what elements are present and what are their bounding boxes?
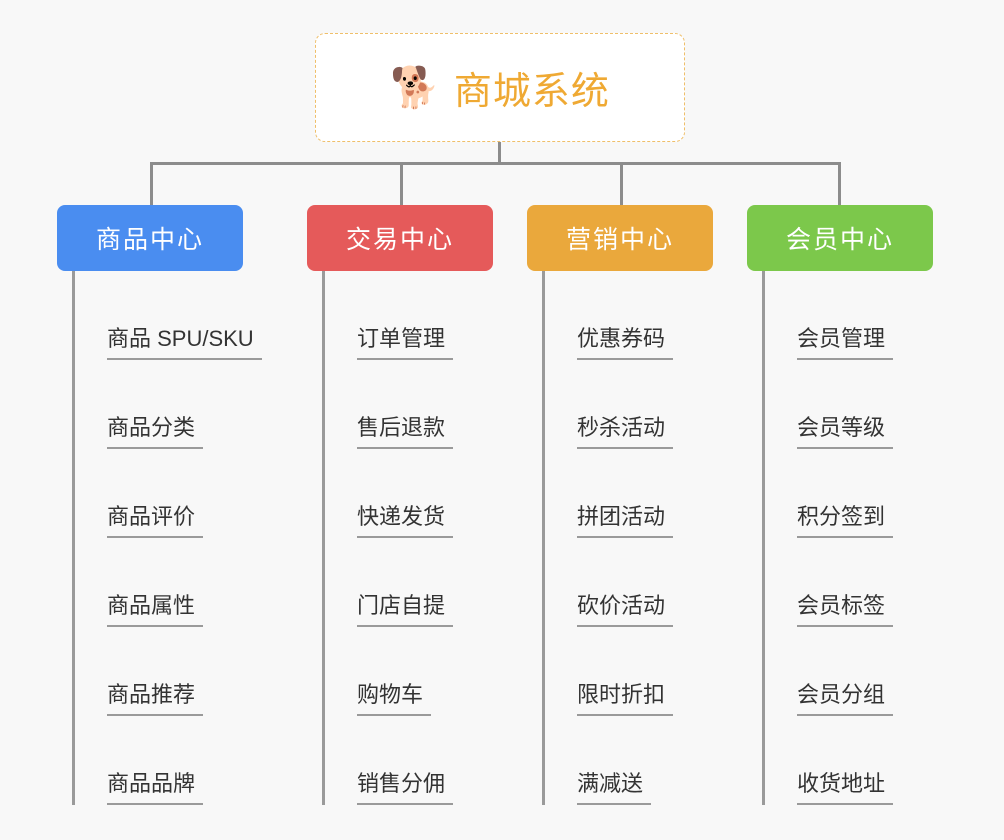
branch-column-2: 交易中心 订单管理 售后退款 快递发货 门店自提 购物车 销售分佣 [307,205,497,805]
leaf-label: 会员分组 [797,682,894,716]
connector-horizontal-bus [150,162,841,165]
leaf-label: 限时折扣 [577,682,674,716]
list-item[interactable]: 拼团活动 [545,449,717,538]
branch-items-1: 商品 SPU/SKU 商品分类 商品评价 商品属性 商品推荐 商品品牌 [72,271,262,805]
shiba-dog-face-icon: 🐕 [390,65,440,110]
list-item[interactable]: 商品 SPU/SKU [75,271,262,360]
leaf-label: 订单管理 [357,326,454,360]
leaf-label: 门店自提 [357,593,454,627]
leaf-label: 商品品牌 [107,771,204,805]
branch-items-4: 会员管理 会员等级 积分签到 会员标签 会员分组 收货地址 [762,271,937,805]
list-item[interactable]: 会员等级 [765,360,937,449]
connector-root-stem [498,142,501,164]
list-item[interactable]: 会员管理 [765,271,937,360]
list-item[interactable]: 销售分佣 [325,716,497,805]
leaf-label: 售后退款 [357,415,454,449]
list-item[interactable]: 会员分组 [765,627,937,716]
leaf-label: 商品推荐 [107,682,204,716]
branch-column-4: 会员中心 会员管理 会员等级 积分签到 会员标签 会员分组 收货地址 [747,205,937,805]
leaf-label: 积分签到 [797,504,894,538]
leaf-label: 会员管理 [797,326,894,360]
category-title-2: 交易中心 [345,226,454,254]
list-item[interactable]: 订单管理 [325,271,497,360]
leaf-label: 商品 SPU/SKU [107,326,262,360]
list-item[interactable]: 会员标签 [765,538,937,627]
leaf-label: 收货地址 [797,771,894,805]
leaf-label: 会员标签 [797,593,894,627]
branch-column-1: 商品中心 商品 SPU/SKU 商品分类 商品评价 商品属性 商品推荐 商品品牌 [57,205,262,805]
leaf-label: 砍价活动 [577,593,674,627]
leaf-label: 优惠券码 [577,326,674,360]
category-title-1: 商品中心 [95,226,204,254]
category-title-4: 会员中心 [785,226,894,254]
list-item[interactable]: 满减送 [545,716,717,805]
connector-drop-2 [400,162,403,206]
list-item[interactable]: 商品推荐 [75,627,247,716]
connector-drop-4 [838,162,841,206]
list-item[interactable]: 秒杀活动 [545,360,717,449]
category-title-3: 营销中心 [565,226,674,254]
category-header-4[interactable]: 会员中心 [747,205,933,271]
connector-drop-3 [620,162,623,206]
root-title: 商城系统 [453,71,610,113]
branch-items-3: 优惠券码 秒杀活动 拼团活动 砍价活动 限时折扣 满减送 [542,271,717,805]
list-item[interactable]: 砍价活动 [545,538,717,627]
leaf-label: 秒杀活动 [577,415,674,449]
list-item[interactable]: 优惠券码 [545,271,717,360]
leaf-label: 商品分类 [107,415,204,449]
list-item[interactable]: 购物车 [325,627,497,716]
root-node[interactable]: 🐕 商城系统 [315,33,685,142]
list-item[interactable]: 商品品牌 [75,716,247,805]
list-item[interactable]: 售后退款 [325,360,497,449]
list-item[interactable]: 收货地址 [765,716,937,805]
list-item[interactable]: 商品评价 [75,449,247,538]
list-item[interactable]: 门店自提 [325,538,497,627]
list-item[interactable]: 快递发货 [325,449,497,538]
category-header-3[interactable]: 营销中心 [527,205,713,271]
leaf-label: 快递发货 [357,504,454,538]
branch-items-2: 订单管理 售后退款 快递发货 门店自提 购物车 销售分佣 [322,271,497,805]
leaf-label: 销售分佣 [357,771,454,805]
connector-drop-1 [150,162,153,206]
category-header-2[interactable]: 交易中心 [307,205,493,271]
leaf-label: 商品评价 [107,504,204,538]
list-item[interactable]: 限时折扣 [545,627,717,716]
list-item[interactable]: 商品属性 [75,538,247,627]
leaf-label: 购物车 [357,682,432,716]
list-item[interactable]: 积分签到 [765,449,937,538]
category-header-1[interactable]: 商品中心 [57,205,243,271]
leaf-label: 拼团活动 [577,504,674,538]
branch-column-3: 营销中心 优惠券码 秒杀活动 拼团活动 砍价活动 限时折扣 满减送 [527,205,717,805]
leaf-label: 满减送 [577,771,652,805]
leaf-label: 商品属性 [107,593,204,627]
list-item[interactable]: 商品分类 [75,360,247,449]
leaf-label: 会员等级 [797,415,894,449]
